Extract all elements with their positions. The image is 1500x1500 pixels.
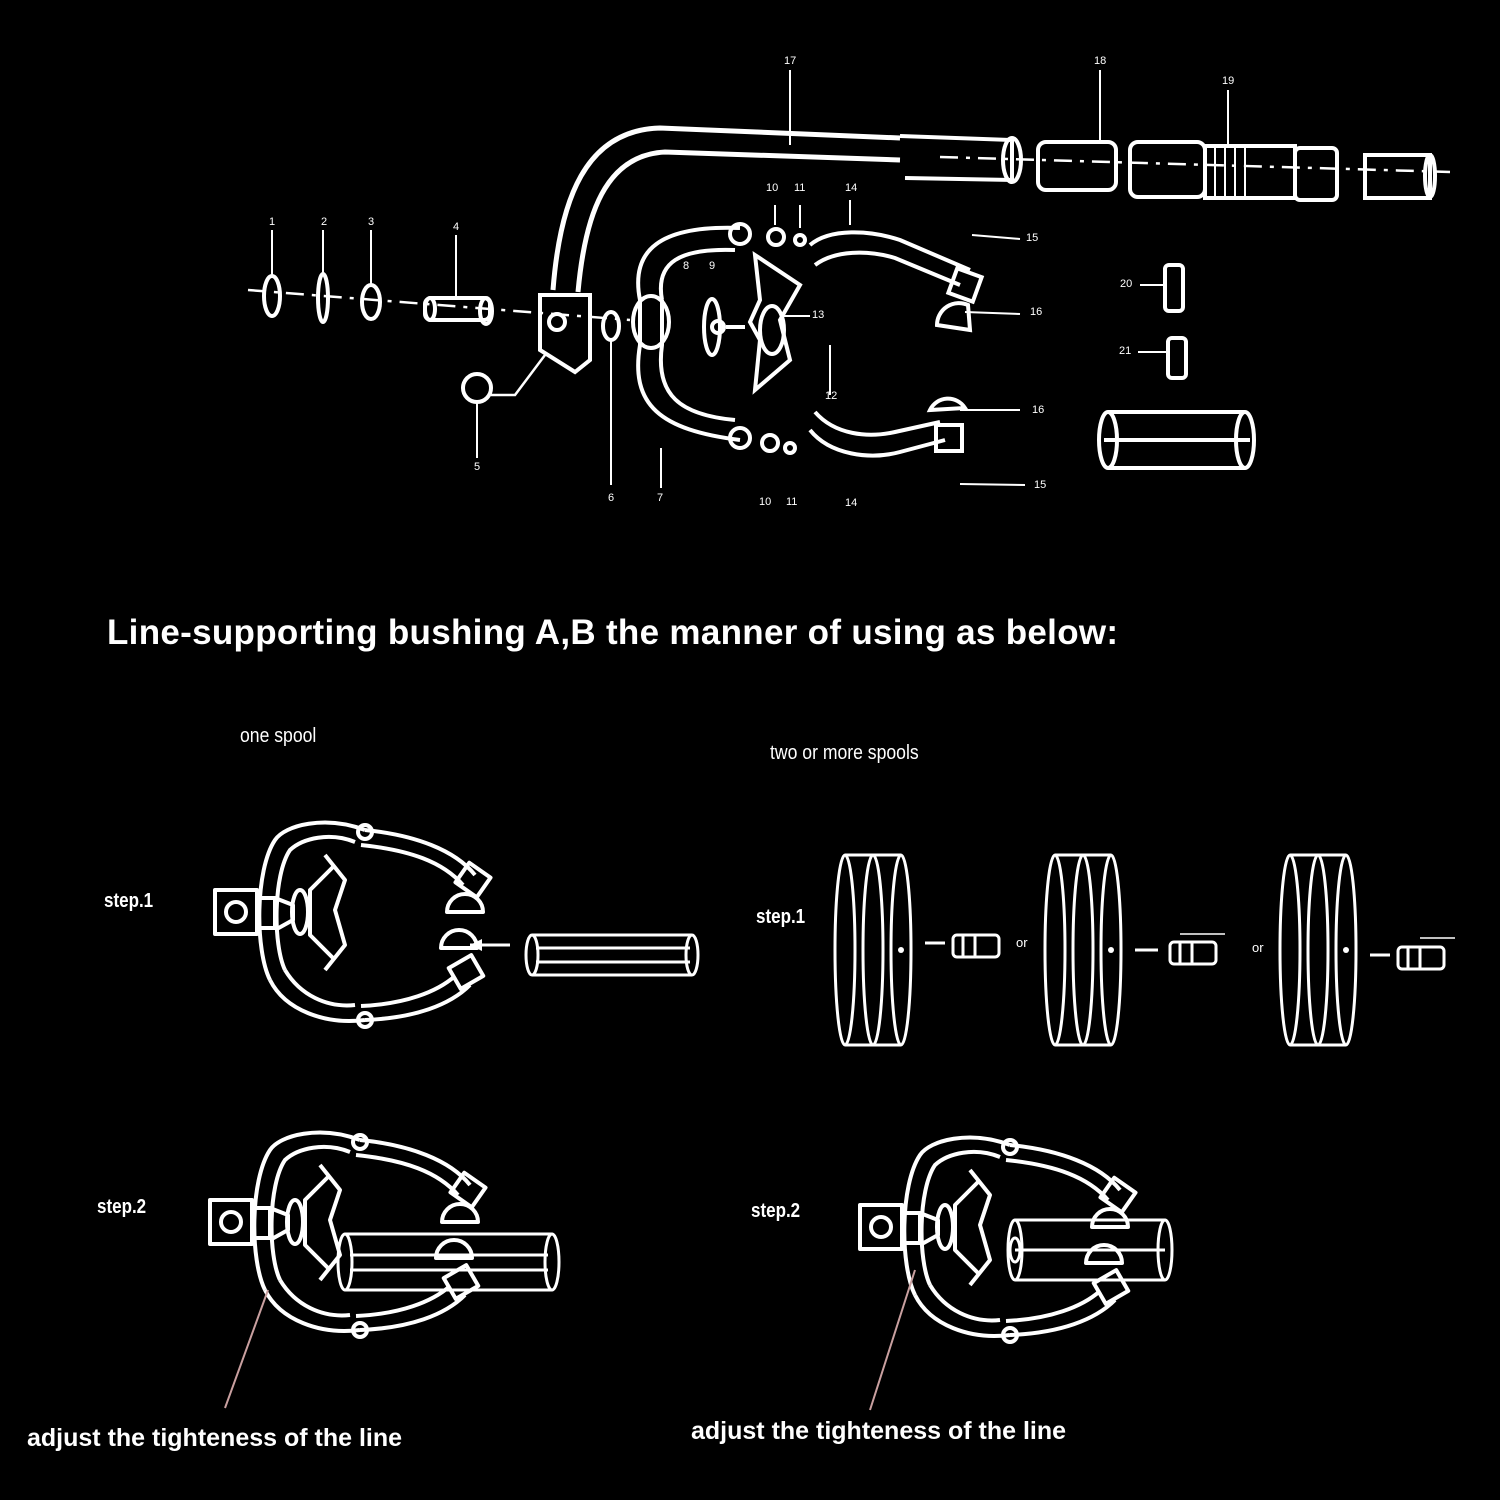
one-spool-step2-label: step.2 (97, 1196, 147, 1218)
one-spool-diagrams (208, 820, 700, 1409)
part-label-7: 7 (657, 492, 664, 504)
two-spools-step1-label: step.1 (756, 906, 806, 928)
part-label-17: 17 (784, 55, 797, 67)
part-label-13: 13 (812, 309, 825, 321)
part-label-3: 3 (368, 216, 375, 228)
one-spool-adjust-note: adjust the tighteness of the line (27, 1424, 403, 1452)
part-label-16-bottom: 16 (1032, 404, 1045, 416)
part-label-15-top: 15 (1026, 232, 1039, 244)
exploded-view (247, 70, 1451, 488)
part-label-20: 20 (1120, 278, 1133, 290)
part-label-21: 21 (1119, 345, 1132, 357)
part-label-4: 4 (453, 221, 460, 233)
part-label-9: 9 (709, 260, 716, 272)
or-label-2: or (1252, 940, 1264, 955)
part-label-10-top: 10 (766, 182, 779, 194)
part-label-10-bottom: 10 (759, 496, 772, 508)
two-spools-adjust-note: adjust the tighteness of the line (691, 1417, 1067, 1445)
part-label-15-bottom: 15 (1034, 479, 1047, 491)
part-label-19: 19 (1222, 75, 1235, 87)
or-label-1: or (1016, 935, 1028, 950)
part-label-11-top: 11 (794, 182, 806, 194)
two-spools-diagrams (833, 853, 1455, 1411)
part-label-2: 2 (321, 216, 328, 228)
two-spools-caption: two or more spools (770, 742, 919, 764)
part-label-14-bottom: 14 (845, 497, 858, 509)
two-spools-step2-label: step.2 (751, 1200, 801, 1222)
part-label-6: 6 (608, 492, 615, 504)
part-label-16-top: 16 (1030, 306, 1043, 318)
part-label-18: 18 (1094, 55, 1107, 67)
part-label-8: 8 (683, 260, 690, 272)
part-label-1: 1 (269, 216, 276, 228)
page-heading: Line-supporting bushing A,B the manner o… (107, 613, 1119, 652)
part-label-12: 12 (825, 390, 838, 402)
one-spool-caption: one spool (240, 725, 317, 747)
one-spool-step1-label: step.1 (104, 890, 154, 912)
part-label-14-top: 14 (845, 182, 858, 194)
part-label-11-bottom: 11 (786, 496, 798, 508)
part-label-5: 5 (474, 461, 481, 473)
